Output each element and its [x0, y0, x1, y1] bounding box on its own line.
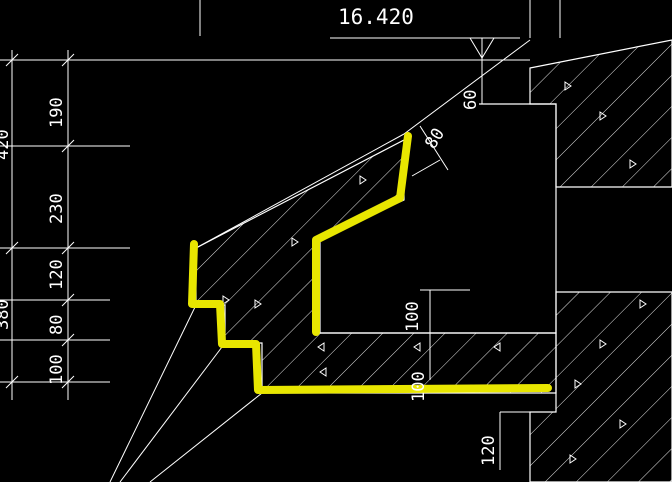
- dim-left-partial-bottom: 380: [0, 299, 13, 330]
- dim-right-120: 120: [479, 435, 499, 466]
- dimension-lines: [0, 0, 561, 482]
- highlight-path-upper: [312, 132, 412, 336]
- canopy-slab-hatch: [195, 139, 557, 394]
- dim-left-partial-top: 420: [0, 129, 13, 160]
- dim-left-120: 120: [47, 259, 67, 290]
- dim-left-100: 100: [47, 354, 67, 385]
- dim-right-100-lower: 100: [409, 371, 429, 402]
- dim-left-230: 230: [47, 193, 67, 224]
- dim-left-80: 80: [47, 315, 67, 335]
- dim-right-100-vertical: 100: [403, 301, 423, 332]
- concrete-markers: [222, 81, 647, 464]
- dim-right-60: 60: [461, 90, 481, 110]
- lower-wall-hatch: [529, 291, 672, 482]
- highlight-path: [188, 240, 552, 394]
- dim-left-190: 190: [47, 97, 67, 128]
- elevation-label: 16.420: [338, 5, 414, 29]
